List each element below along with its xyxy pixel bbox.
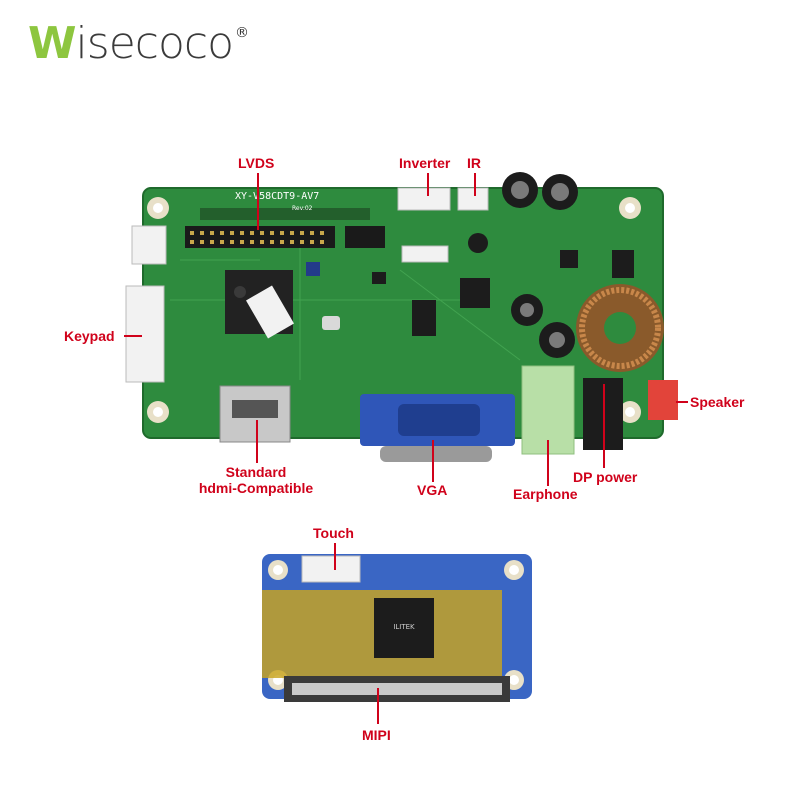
label-mipi: MIPI: [362, 727, 391, 743]
registered-mark: ®: [235, 25, 249, 41]
controller-board: XY-V58CDT9-AV7 Rev:02: [125, 172, 678, 462]
label-keypad: Keypad: [64, 328, 115, 344]
label-touch: Touch: [313, 525, 354, 541]
label-vga: VGA: [417, 482, 448, 498]
label-dp-power: DP power: [573, 469, 638, 485]
board-model-text: XY-V58CDT9-AV7: [235, 191, 319, 202]
chip-brand-text: ILITEK: [393, 623, 415, 631]
brand-logo: Wisecoco®: [28, 22, 249, 66]
label-inverter: Inverter: [399, 155, 451, 171]
logo-wordmark-rest: isecoco: [75, 18, 234, 69]
label-hdmi: Standard hdmi-Compatible: [186, 464, 326, 496]
board-rev-text: Rev:02: [292, 205, 313, 212]
label-hdmi-line1: Standard: [225, 464, 287, 480]
label-ir: IR: [467, 155, 481, 171]
label-lvds: LVDS: [238, 155, 275, 171]
logo-letter-w: W: [28, 18, 77, 69]
label-earphone: Earphone: [513, 486, 578, 502]
mipi-adapter-board: ILITEK: [262, 554, 532, 702]
label-hdmi-line2: hdmi-Compatible: [198, 480, 314, 496]
label-speaker: Speaker: [690, 394, 745, 410]
callout-lines: [124, 173, 688, 724]
